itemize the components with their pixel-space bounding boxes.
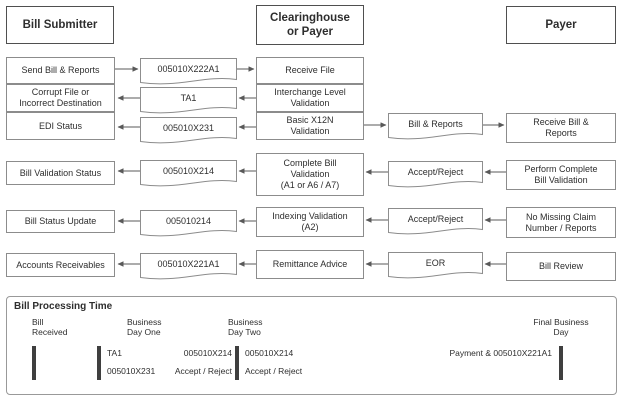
header-bill-submitter: Bill Submitter (6, 6, 114, 44)
header-payer: Payer (506, 6, 616, 44)
bill-processing-time-panel (6, 296, 617, 395)
box-perform-complete-bill-validation: Perform Complete Bill Validation (506, 160, 616, 190)
doc-eor: EOR (388, 252, 483, 282)
document-shape (140, 160, 237, 190)
timeline-tick-final-business-day (559, 346, 563, 380)
document-shape (388, 161, 483, 191)
doc-label: Accept/Reject (407, 167, 464, 177)
milestone-business-day-one: Business Day One (127, 317, 162, 338)
box-receive-bill-reports: Receive Bill & Reports (506, 113, 616, 143)
doc-005010x231: 005010X231 (140, 117, 237, 147)
doc-label: Bill & Reports (408, 119, 463, 129)
document-shape (140, 117, 237, 147)
document-shape (388, 252, 483, 282)
doc-ta1: TA1 (140, 87, 237, 117)
box-receive-file: Receive File (256, 57, 364, 84)
document-shape (388, 208, 483, 238)
box-no-missing-claim: No Missing Claim Number / Reports (506, 207, 616, 238)
box-complete-bill-validation: Complete Bill Validation (A1 or A6 / A7) (256, 153, 364, 196)
milestone-business-day-two: Business Day Two (228, 317, 263, 338)
doc-005010214: 005010214 (140, 210, 237, 240)
document-shape (140, 58, 237, 88)
doc-label: 005010X214 (162, 166, 215, 176)
box-basic-x12n-validation: Basic X12N Validation (256, 112, 364, 140)
timeline-text-ta1: TA1 (107, 348, 122, 358)
box-edi-status: EDI Status (6, 112, 115, 140)
timeline-text-005010x214-day1: 005010X214 (183, 348, 232, 358)
milestone-bill-received: Bill Received (32, 317, 68, 338)
box-corrupt-file: Corrupt File or Incorrect Destination (6, 84, 115, 112)
box-bill-status-update: Bill Status Update (6, 210, 115, 233)
timeline-text-accept-reject-day2: Accept / Reject (245, 366, 303, 376)
doc-label: 005010214 (165, 216, 212, 226)
doc-label: 005010X221A1 (157, 259, 220, 269)
doc-005010x221a1: 005010X221A1 (140, 253, 237, 283)
box-remittance-advice: Remittance Advice (256, 250, 364, 279)
timeline-text-005010x231: 005010X231 (107, 366, 156, 376)
doc-label: 005010X231 (162, 123, 215, 133)
doc-005010x214: 005010X214 (140, 160, 237, 190)
timeline-tick-bill-received (32, 346, 36, 380)
timeline-text-accept-reject-day1: Accept / Reject (174, 366, 232, 376)
doc-accept-reject-2: Accept/Reject (388, 208, 483, 238)
box-bill-validation-status: Bill Validation Status (6, 161, 115, 185)
document-shape (140, 87, 237, 117)
box-accounts-receivables: Accounts Receivables (6, 253, 115, 277)
document-shape (140, 253, 237, 283)
timeline-text-005010x214-day2: 005010X214 (245, 348, 294, 358)
timeline-text-payment: Payment & 005010X221A1 (449, 348, 552, 358)
doc-label: EOR (425, 258, 446, 268)
timeline-tick-business-day-two (235, 346, 239, 380)
document-shape (388, 113, 483, 143)
header-clearinghouse-or-payer: Clearinghouse or Payer (256, 5, 364, 45)
panel-title: Bill Processing Time (14, 301, 113, 312)
doc-label: TA1 (180, 93, 197, 103)
doc-label: 005010X222A1 (157, 64, 220, 74)
box-send-bill-reports: Send Bill & Reports (6, 57, 115, 84)
doc-bill-and-reports: Bill & Reports (388, 113, 483, 143)
doc-005010x222a1: 005010X222A1 (140, 58, 237, 88)
timeline-tick-business-day-one (97, 346, 101, 380)
doc-label: Accept/Reject (407, 214, 464, 224)
doc-accept-reject-1: Accept/Reject (388, 161, 483, 191)
box-interchange-level-validation: Interchange Level Validation (256, 84, 364, 112)
milestone-final-business-day: Final Business Day (533, 317, 589, 338)
box-indexing-validation: Indexing Validation (A2) (256, 207, 364, 237)
document-shape (140, 210, 237, 240)
box-bill-review: Bill Review (506, 252, 616, 281)
